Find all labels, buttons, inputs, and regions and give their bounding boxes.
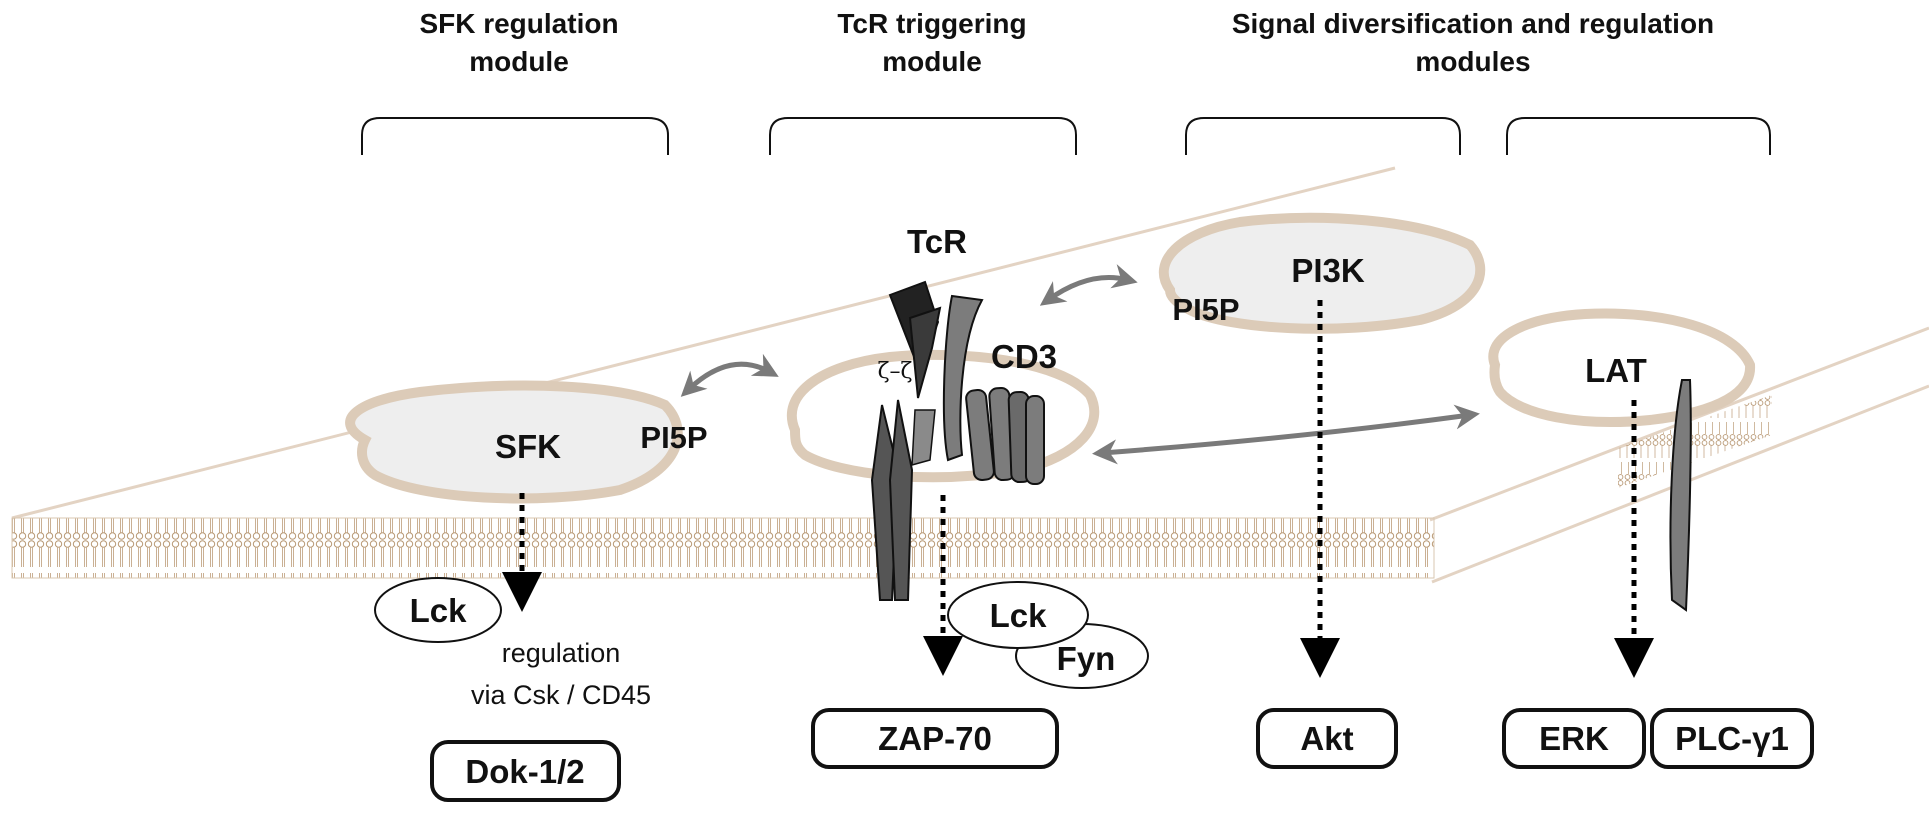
header-sfk-module: SFK regulation module (419, 8, 618, 77)
tcr-cd3-complex (870, 280, 1045, 601)
cd3-epsilon-chain (942, 294, 984, 462)
raft-pi3k (1159, 212, 1486, 334)
note-regulation-line1: regulation (502, 638, 621, 668)
header-sfk-line1: SFK regulation (419, 8, 618, 39)
label-erk: ERK (1539, 720, 1609, 757)
zeta-chain-right (888, 399, 914, 601)
cd3-segment-4 (1025, 395, 1045, 485)
cd3-segment-1 (965, 388, 995, 482)
note-regulation-line2: via Csk / CD45 (471, 680, 651, 710)
interaction-arrows (680, 264, 1480, 465)
bracket-sfk (361, 117, 669, 155)
tcr-connector (911, 409, 936, 467)
header-signal-line2: modules (1415, 46, 1530, 77)
label-zap70: ZAP-70 (878, 720, 992, 757)
label-akt: Akt (1300, 720, 1353, 757)
label-fyn: Fyn (1057, 640, 1116, 677)
tcr-beta-chain (908, 306, 942, 399)
header-signal-modules: Signal diversification and regulation mo… (1232, 8, 1714, 77)
label-lck-left: Lck (410, 592, 468, 629)
header-tcr-line1: TcR triggering (837, 8, 1026, 39)
header-tcr-line2: module (882, 46, 982, 77)
arrow-tcr-lat (1092, 404, 1480, 465)
label-cd3: CD3 (991, 338, 1057, 375)
lck-oval-center (947, 581, 1089, 649)
raft-lat (1488, 308, 1756, 427)
module-brackets (361, 117, 1771, 155)
label-tcr: TcR (907, 223, 967, 260)
bracket-pi3k (1185, 117, 1461, 155)
lipid-bilayer-outline (11, 517, 1435, 579)
raft-sfk (345, 380, 683, 504)
membrane-top-edge (11, 166, 1396, 520)
lat-protein (1669, 379, 1692, 612)
lat-raft-bilayer (1618, 395, 1772, 488)
arrow-sfk-tcr (680, 353, 779, 397)
arrow-tcr-pi3k (1039, 264, 1138, 306)
header-sfk-line2: module (469, 46, 569, 77)
header-tcr-module: TcR triggering module (837, 8, 1026, 77)
bracket-lat (1506, 117, 1771, 155)
lipid-bilayer (12, 518, 1434, 578)
label-pi3k: PI3K (1291, 252, 1365, 289)
box-akt (1256, 708, 1398, 769)
bracket-tcr (769, 117, 1077, 155)
box-erk (1502, 708, 1646, 769)
label-zeta-chain: ζ–ζ (878, 359, 913, 384)
box-dok (430, 740, 621, 802)
label-pi5p-right: PI5P (1172, 292, 1239, 327)
label-lck-center: Lck (990, 597, 1048, 634)
label-lat: LAT (1585, 352, 1647, 389)
header-signal-line1: Signal diversification and regulation (1232, 8, 1714, 39)
box-plc (1650, 708, 1814, 769)
label-sfk: SFK (495, 428, 561, 465)
box-zap70 (811, 708, 1059, 769)
label-plc: PLC-γ1 (1675, 720, 1789, 757)
label-pi5p-left: PI5P (640, 420, 707, 455)
lck-oval-left (374, 577, 502, 643)
signaling-arrows (502, 300, 1654, 678)
label-dok: Dok-1/2 (465, 753, 584, 790)
